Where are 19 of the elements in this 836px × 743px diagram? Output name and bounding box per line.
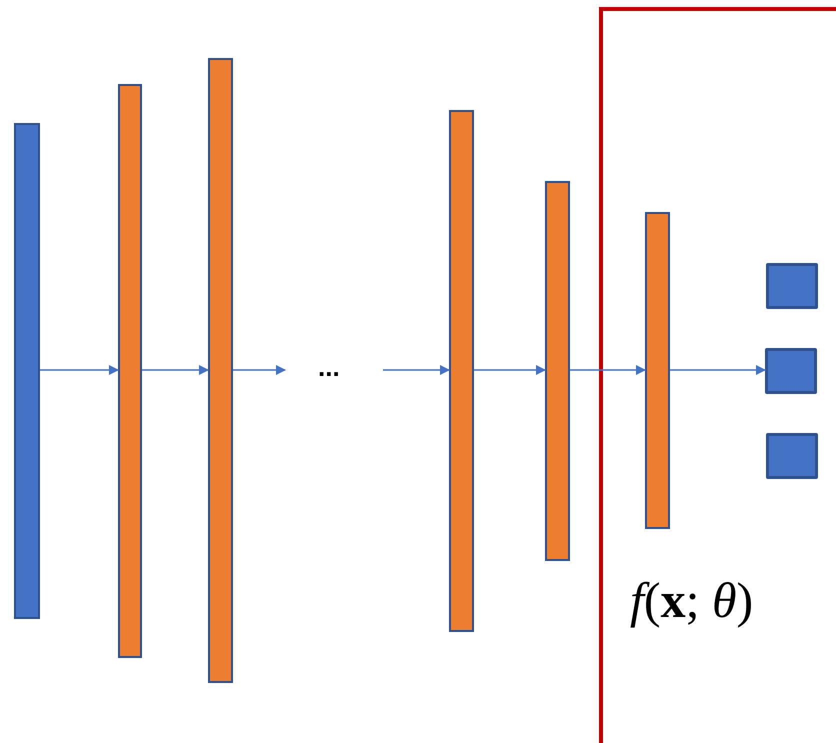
- arrow: [474, 365, 546, 375]
- layer-bar: [118, 84, 142, 658]
- highlight-frame: [599, 7, 836, 743]
- arrow: [570, 365, 646, 375]
- layer-bar: [645, 212, 670, 529]
- arrow: [383, 365, 450, 375]
- arrow: [670, 365, 766, 375]
- output-square: [766, 433, 818, 479]
- arrow: [233, 365, 286, 375]
- output-square: [765, 348, 817, 394]
- layer-bar: [545, 181, 570, 561]
- formula-label: f(x; θ): [630, 571, 754, 629]
- layer-bar: [449, 110, 474, 632]
- arrow: [40, 365, 119, 375]
- layer-bar: [208, 58, 233, 683]
- ellipsis-label: ...: [318, 352, 340, 383]
- arrow: [142, 365, 209, 375]
- layer-bar: [14, 123, 40, 619]
- output-square: [766, 263, 818, 309]
